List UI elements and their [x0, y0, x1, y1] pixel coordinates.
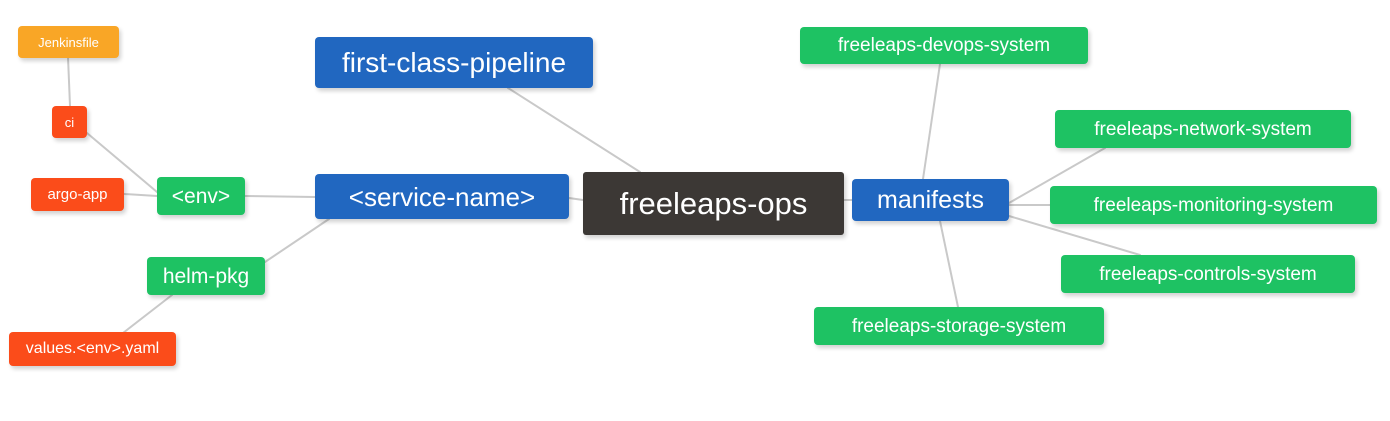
node-manifests[interactable]: manifests: [852, 179, 1009, 221]
node-freeleaps-storage-system[interactable]: freeleaps-storage-system: [814, 307, 1104, 345]
node-freeleaps-network-system[interactable]: freeleaps-network-system: [1055, 110, 1351, 148]
edge-service-name-to-helm-pkg: [264, 218, 330, 263]
node-ci[interactable]: ci: [52, 106, 87, 138]
edge-jenkinsfile-to-ci: [67, 56, 71, 107]
edge-service-name-to-freeleaps-ops: [568, 197, 584, 201]
node-env[interactable]: <env>: [157, 177, 245, 215]
edge-argo-app-to-env: [123, 193, 158, 197]
edge-manifests-to-freeleaps-devops-system: [922, 63, 941, 180]
edge-manifests-to-freeleaps-storage-system: [939, 220, 959, 308]
node-freeleaps-controls-system[interactable]: freeleaps-controls-system: [1061, 255, 1355, 293]
node-jenkinsfile[interactable]: Jenkinsfile: [18, 26, 119, 58]
edge-first-class-pipeline-to-freeleaps-ops: [507, 87, 641, 173]
node-service-name[interactable]: <service-name>: [315, 174, 569, 219]
node-freeleaps-monitoring-system[interactable]: freeleaps-monitoring-system: [1050, 186, 1377, 224]
node-freeleaps-devops-system[interactable]: freeleaps-devops-system: [800, 27, 1088, 64]
node-values-env-yaml[interactable]: values.<env>.yaml: [9, 332, 176, 366]
edge-helm-pkg-to-values-env-yaml: [122, 294, 173, 334]
node-argo-app[interactable]: argo-app: [31, 178, 124, 211]
node-helm-pkg[interactable]: helm-pkg: [147, 257, 265, 295]
node-freeleaps-ops[interactable]: freeleaps-ops: [583, 172, 844, 235]
node-first-class-pipeline[interactable]: first-class-pipeline: [315, 37, 593, 88]
edge-env-to-service-name: [244, 195, 316, 198]
